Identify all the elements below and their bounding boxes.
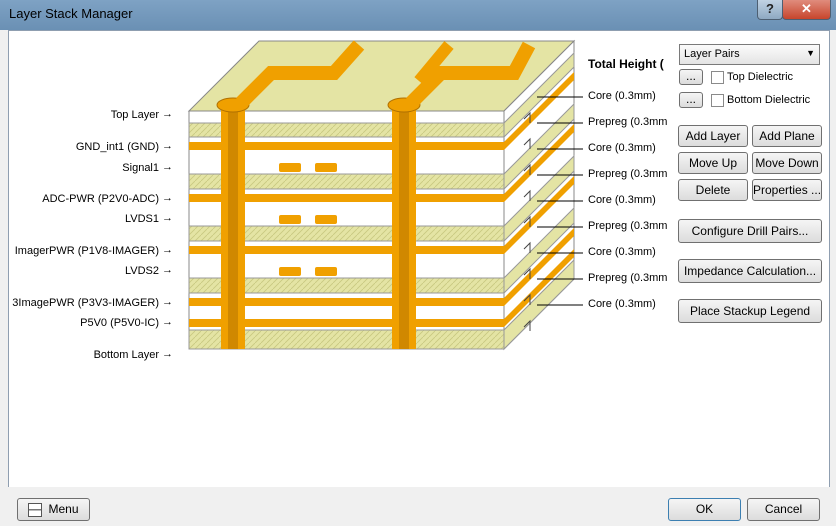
edge-mark: [523, 163, 531, 175]
copper-plane: [189, 246, 504, 254]
help-button[interactable]: ?: [757, 0, 783, 20]
layer-label: ADC-PWR (P2V0-ADC): [42, 193, 159, 205]
layer-label: Bottom Layer: [93, 349, 159, 361]
copper-plane: [189, 194, 504, 202]
add-layer-button[interactable]: Add Layer: [678, 125, 748, 147]
impedance-calculation-button[interactable]: Impedance Calculation...: [678, 259, 822, 283]
layer-label: Signal1: [122, 162, 159, 174]
cancel-button[interactable]: Cancel: [747, 498, 820, 521]
layer-label: P5V0 (P5V0-IC): [80, 317, 159, 329]
dielectric-label: Prepreg (0.3mm: [588, 220, 668, 232]
top-trace: [236, 40, 365, 108]
arrow-right-icon: →: [162, 140, 173, 152]
via-hole: [228, 105, 238, 349]
arrow-right-icon: →: [162, 192, 173, 204]
menu-icon: [28, 502, 43, 517]
dielectric-label: Core (0.3mm): [588, 298, 656, 310]
edge-mark: [523, 319, 531, 331]
edge-mark: [523, 189, 531, 201]
signal-trace: [279, 215, 301, 224]
copper-plane: [189, 319, 504, 327]
delete-button[interactable]: Delete: [678, 179, 748, 201]
dielectric-label: Core (0.3mm): [588, 142, 656, 154]
stackup-diagram: [187, 39, 583, 351]
arrow-right-icon: →: [162, 108, 173, 120]
prepreg-band-side: [503, 154, 575, 243]
bottom-dielectric-checkbox[interactable]: [711, 94, 724, 107]
layer-label: LVDS1: [124, 213, 159, 225]
top-dielectric-properties-button[interactable]: ...: [679, 69, 703, 85]
top-dielectric-checkbox[interactable]: [711, 71, 724, 84]
place-stackup-legend-button[interactable]: Place Stackup Legend: [678, 299, 822, 323]
copper-plane: [189, 142, 504, 150]
total-height-label: Total Height (: [588, 57, 664, 71]
copper-plane-side: [504, 124, 574, 202]
arrow-right-icon: →: [162, 244, 173, 256]
signal-trace: [279, 267, 301, 276]
top-dielectric-label: Top Dielectric: [727, 71, 794, 83]
configure-drill-pairs-button[interactable]: Configure Drill Pairs...: [678, 219, 822, 243]
via-hole: [399, 105, 409, 349]
layer-pairs-select[interactable]: Layer Pairs ▼: [679, 44, 820, 65]
signal-trace: [279, 163, 301, 172]
chevron-down-icon: ▼: [806, 48, 815, 58]
layer-label: Top Layer: [110, 109, 159, 121]
edge-mark: [523, 137, 531, 149]
dielectric-label: Prepreg (0.3mm: [588, 116, 668, 128]
layer-label: ImagerPWR (P1V8-IMAGER): [14, 245, 159, 257]
dielectric-label: Prepreg (0.3mm: [588, 272, 668, 284]
copper-plane-side: [504, 228, 574, 306]
top-trace: [414, 41, 454, 85]
arrow-right-icon: →: [162, 316, 173, 328]
arrow-right-icon: →: [162, 348, 173, 360]
copper-plane-side: [504, 249, 574, 327]
arrow-right-icon: →: [162, 212, 173, 224]
title-bar: Layer Stack Manager ? ✕: [0, 0, 836, 30]
dielectric-label: Core (0.3mm): [588, 194, 656, 206]
move-down-button[interactable]: Move Down: [752, 152, 822, 174]
top-trace: [406, 41, 536, 108]
prepreg-band-side: [503, 102, 575, 191]
signal-trace: [315, 267, 337, 276]
menu-button-label: Menu: [48, 502, 79, 516]
layer-pairs-value: Layer Pairs: [684, 48, 740, 60]
move-up-button[interactable]: Move Up: [678, 152, 748, 174]
prepreg-band-side: [503, 206, 575, 295]
menu-button[interactable]: Menu: [17, 498, 90, 521]
dielectric-label: Prepreg (0.3mm: [588, 168, 668, 180]
arrow-right-icon: →: [162, 264, 173, 276]
dialog-footer: Menu OK Cancel: [0, 487, 836, 526]
edge-mark: [523, 215, 531, 227]
close-button[interactable]: ✕: [782, 0, 831, 20]
arrow-right-icon: →: [162, 161, 173, 173]
ok-button[interactable]: OK: [668, 498, 741, 521]
copper-plane-side: [504, 72, 574, 150]
arrow-right-icon: →: [162, 296, 173, 308]
bottom-dielectric-properties-button[interactable]: ...: [679, 92, 703, 108]
layer-label: LVDS2: [124, 265, 159, 277]
edge-mark: [523, 111, 531, 123]
copper-plane-side: [504, 176, 574, 254]
add-plane-button[interactable]: Add Plane: [752, 125, 822, 147]
bottom-dielectric-label: Bottom Dielectric: [727, 94, 811, 106]
edge-mark: [523, 241, 531, 253]
prepreg-band-side: [503, 51, 575, 139]
properties-button[interactable]: Properties ...: [752, 179, 822, 201]
edge-mark: [523, 293, 531, 305]
layer-label: 3ImagePWR (P3V3-IMAGER): [12, 297, 159, 309]
signal-trace: [315, 163, 337, 172]
signal-trace: [315, 215, 337, 224]
dielectric-label: Core (0.3mm): [588, 90, 656, 102]
stackup-panel: Top Layer→GND_int1 (GND)→Signal1→ADC-PWR…: [8, 30, 830, 488]
dielectric-label: Core (0.3mm): [588, 246, 656, 258]
edge-mark: [523, 267, 531, 279]
layer-label: GND_int1 (GND): [75, 141, 159, 153]
window-title: Layer Stack Manager: [9, 6, 133, 21]
copper-plane: [189, 298, 504, 306]
